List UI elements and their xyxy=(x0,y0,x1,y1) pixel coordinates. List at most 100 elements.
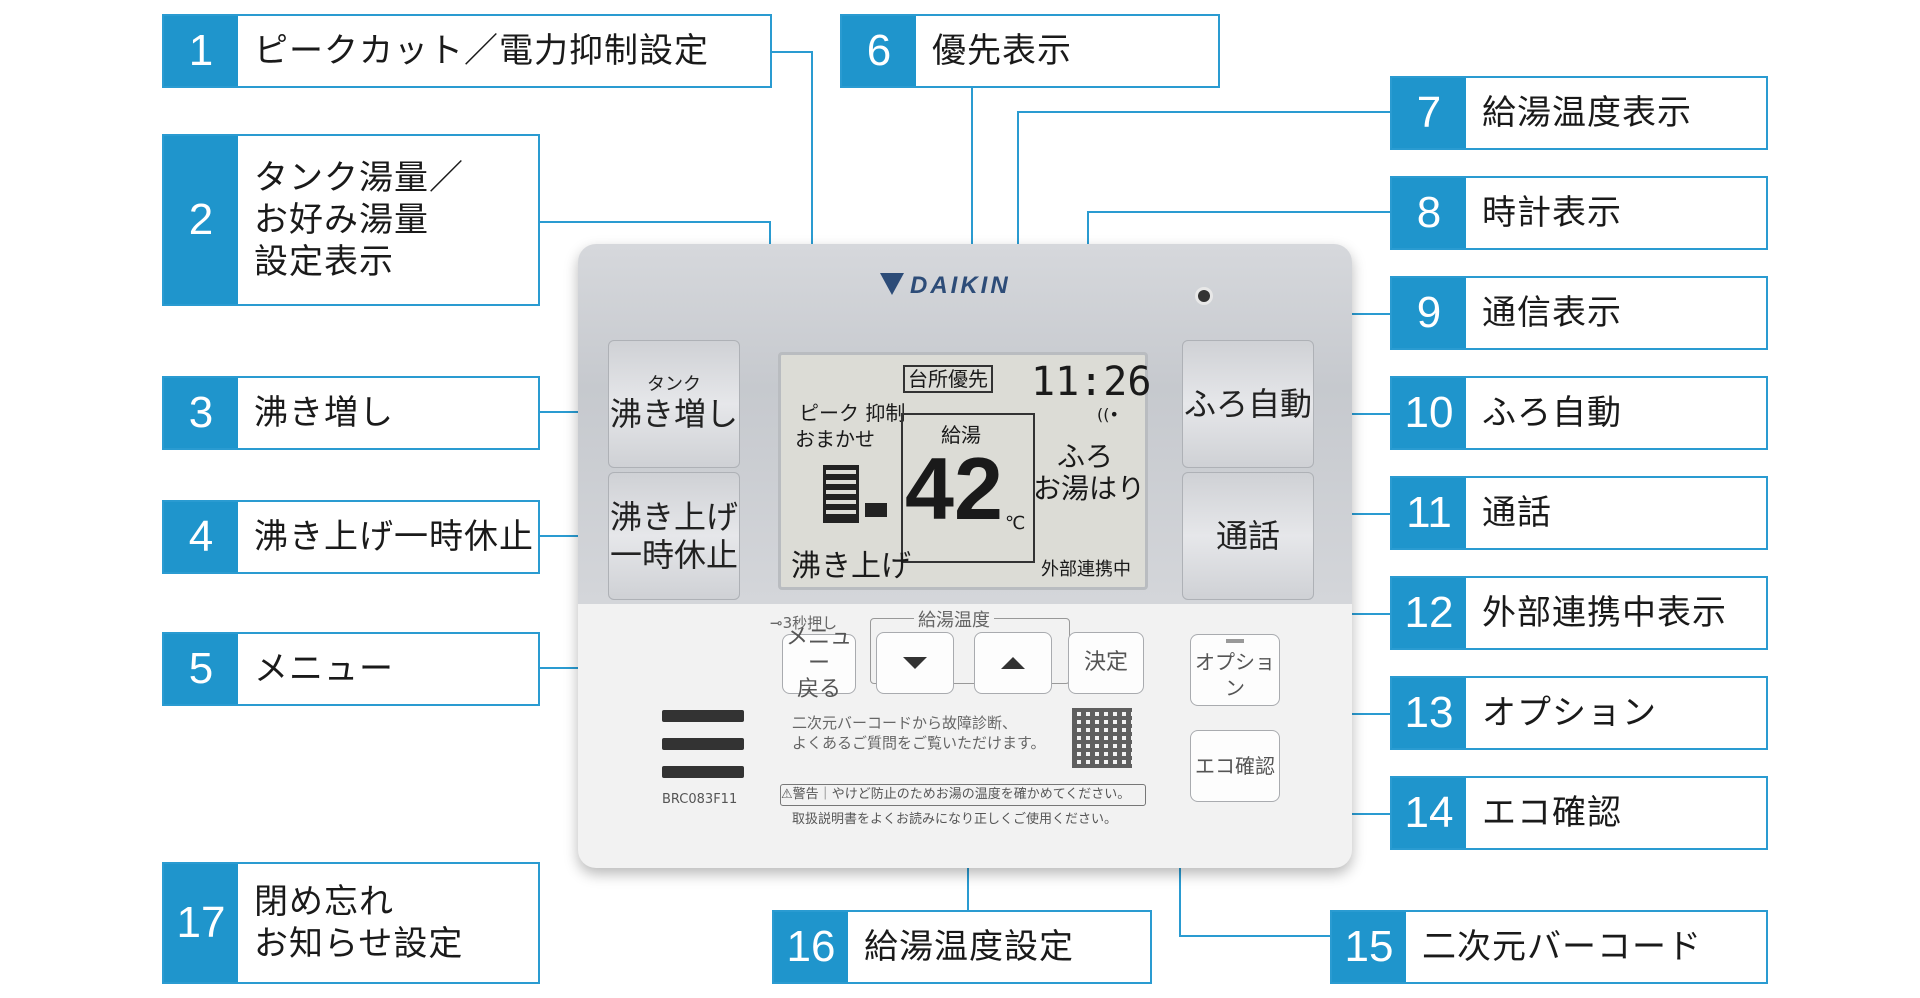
priority-indicator: 台所優先 xyxy=(903,365,993,393)
callout-number: 14 xyxy=(1392,778,1466,848)
option-label: オプション xyxy=(1191,649,1279,701)
callout-number: 11 xyxy=(1392,478,1466,548)
speaker-grille-slot xyxy=(662,710,744,722)
temperature-unit: ℃ xyxy=(1005,513,1025,534)
bath-auto-label: ふろ自動 xyxy=(1184,385,1312,423)
callout-3: 3 沸き増し xyxy=(162,376,540,450)
qr-text-line2: よくあるご質問をご覧いただけます。 xyxy=(792,732,1046,753)
callout-8: 8 時計表示 xyxy=(1390,176,1768,250)
callout-label: 通話 xyxy=(1466,478,1766,548)
callout-number: 5 xyxy=(164,634,238,704)
temp-up-button[interactable] xyxy=(974,632,1052,694)
up-arrow-icon xyxy=(1001,657,1025,669)
callout-7: 7 給湯温度表示 xyxy=(1390,76,1768,150)
callout-label: オプション xyxy=(1466,678,1766,748)
callout-label: 優先表示 xyxy=(916,16,1218,86)
callout-label: 給湯温度表示 xyxy=(1466,78,1766,148)
upper-panel: DAIKIN タンク 沸き増し 沸き上げ 一時休止 ふろ自動 通話 台所優先 1… xyxy=(578,244,1352,604)
talk-label: 通話 xyxy=(1216,517,1280,555)
heating-indicator: 沸き上げ xyxy=(791,541,911,585)
remote-controller: DAIKIN タンク 沸き増し 沸き上げ 一時休止 ふろ自動 通話 台所優先 1… xyxy=(578,244,1352,868)
callout-number: 10 xyxy=(1392,378,1466,448)
lower-panel: ⊸3秒押し 給湯温度 メニュー 戻る 決定 オプション エコ確認 二次元バーコー… xyxy=(578,604,1352,868)
callout-10: 10 ふろ自動 xyxy=(1390,376,1768,450)
callout-number: 9 xyxy=(1392,278,1466,348)
callout-number: 3 xyxy=(164,378,238,448)
callout-2: 2 タンク湯量／ お好み湯量 設定表示 xyxy=(162,134,540,306)
callout-label: 外部連携中表示 xyxy=(1466,578,1766,648)
brand-logo: DAIKIN xyxy=(880,272,1011,300)
peak-mode: おまかせ xyxy=(795,423,875,452)
callout-6: 6 優先表示 xyxy=(840,14,1220,88)
warning-label: ⚠警告｜やけど防止のためお湯の温度を確かめてください。 xyxy=(780,784,1146,806)
option-dash-icon xyxy=(1226,639,1244,643)
external-link-indicator: 外部連携中 xyxy=(1041,555,1131,581)
decide-button[interactable]: 決定 xyxy=(1068,632,1144,694)
callout-label: タンク湯量／ お好み湯量 設定表示 xyxy=(238,136,538,304)
daikin-mark-icon xyxy=(880,273,904,295)
lcd-screen: 台所優先 11:26 ((• ピーク 抑制 おまかせ 給湯 42 ℃ ふろ お湯… xyxy=(778,352,1148,590)
callout-number: 1 xyxy=(164,16,238,86)
callout-15: 15 二次元バーコード xyxy=(1330,910,1768,984)
manual-notice: 取扱説明書をよくお読みになり正しくご使用ください。 xyxy=(792,808,1117,827)
boost-button[interactable]: タンク 沸き増し xyxy=(608,340,740,468)
speaker-grille-slot xyxy=(662,738,744,750)
callout-1: 1 ピークカット／電力抑制設定 xyxy=(162,14,772,88)
callout-14: 14 エコ確認 xyxy=(1390,776,1768,850)
callout-13: 13 オプション xyxy=(1390,676,1768,750)
qr-text-line1: 二次元バーコードから故障診断、 xyxy=(792,712,1017,733)
boost-label: 沸き増し xyxy=(610,395,738,433)
callout-number: 7 xyxy=(1392,78,1466,148)
callout-number: 15 xyxy=(1332,912,1406,982)
menu-label: メニュー xyxy=(783,625,855,677)
callout-number: 2 xyxy=(164,136,238,304)
callout-label: 沸き上げ一時休止 xyxy=(238,502,538,572)
callout-12: 12 外部連携中表示 xyxy=(1390,576,1768,650)
warning-icon: ⚠ xyxy=(781,787,793,802)
callout-label: 閉め忘れ お知らせ設定 xyxy=(238,864,538,982)
decide-label: 決定 xyxy=(1084,650,1128,676)
callout-label: 沸き増し xyxy=(238,378,538,448)
boost-small-label: タンク xyxy=(647,375,701,395)
model-number: BRC083F11 xyxy=(662,792,737,807)
callout-number: 8 xyxy=(1392,178,1466,248)
callout-number: 13 xyxy=(1392,678,1466,748)
qr-code xyxy=(1072,708,1132,768)
menu-back-button[interactable]: メニュー 戻る xyxy=(782,634,856,694)
pause-label: 沸き上げ 一時休止 xyxy=(610,498,738,574)
wifi-icon: ((• xyxy=(1097,405,1119,424)
back-label: 戻る xyxy=(797,677,841,703)
tank-level-icon xyxy=(823,465,859,523)
speaker-grille-slot xyxy=(662,766,744,778)
callout-5: 5 メニュー xyxy=(162,632,540,706)
down-arrow-icon xyxy=(903,657,927,669)
callout-17: 17 閉め忘れ お知らせ設定 xyxy=(162,862,540,984)
callout-9: 9 通信表示 xyxy=(1390,276,1768,350)
talk-button[interactable]: 通話 xyxy=(1182,472,1314,600)
callout-number: 17 xyxy=(164,864,238,982)
eco-label: エコ確認 xyxy=(1195,753,1275,779)
callout-label: エコ確認 xyxy=(1466,778,1766,848)
callout-label: 時計表示 xyxy=(1466,178,1766,248)
callout-label: メニュー xyxy=(238,634,538,704)
callout-label: 二次元バーコード xyxy=(1406,912,1766,982)
light-sensor xyxy=(1198,290,1210,302)
supply-temperature: 42 xyxy=(905,439,1003,539)
peak-indicator: ピーク 抑制 xyxy=(799,397,905,426)
callout-number: 6 xyxy=(842,16,916,86)
callout-label: ピークカット／電力抑制設定 xyxy=(238,16,770,86)
temp-down-button[interactable] xyxy=(876,632,954,694)
callout-number: 4 xyxy=(164,502,238,572)
callout-number: 12 xyxy=(1392,578,1466,648)
callout-16: 16 給湯温度設定 xyxy=(772,910,1152,984)
eco-button[interactable]: エコ確認 xyxy=(1190,730,1280,802)
option-button[interactable]: オプション xyxy=(1190,634,1280,706)
callout-label: 給湯温度設定 xyxy=(848,912,1150,982)
callout-4: 4 沸き上げ一時休止 xyxy=(162,500,540,574)
callout-number: 16 xyxy=(774,912,848,982)
pause-button[interactable]: 沸き上げ 一時休止 xyxy=(608,472,740,600)
temp-group-label: 給湯温度 xyxy=(914,606,994,632)
bath-auto-button[interactable]: ふろ自動 xyxy=(1182,340,1314,468)
faucet-icon xyxy=(865,503,887,517)
callout-11: 11 通話 xyxy=(1390,476,1768,550)
